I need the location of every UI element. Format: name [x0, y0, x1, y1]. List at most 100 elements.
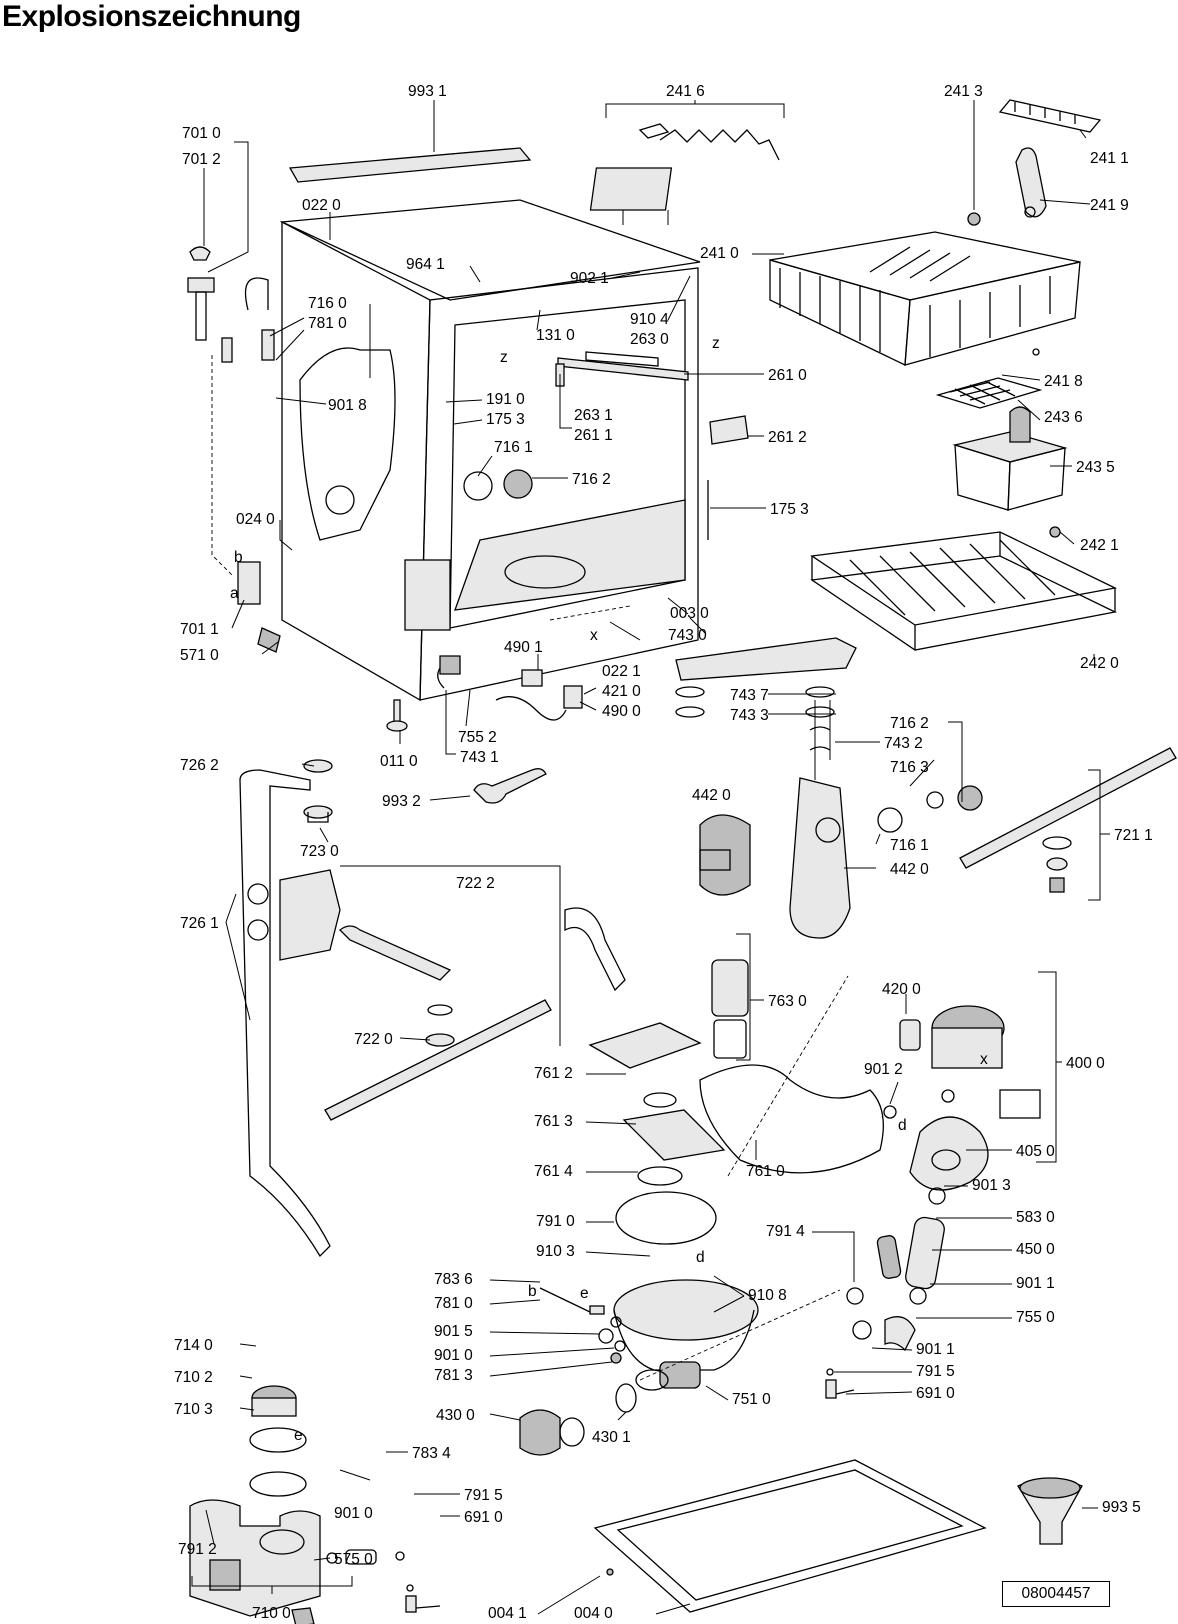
label-723-0: 723 0: [300, 843, 339, 860]
part-base-frame: [593, 1459, 987, 1613]
label-583-0: 583 0: [1016, 1209, 1055, 1226]
callout-d-sump: d: [696, 1249, 705, 1266]
label-791-4: 791 4: [766, 1223, 805, 1240]
label-781-3: 781 3: [434, 1367, 473, 1384]
label-243-5: 243 5: [1076, 459, 1115, 476]
label-022-0: 022 0: [302, 197, 341, 214]
label-902-1: 902 1: [570, 270, 609, 287]
label-716-2-upper: 716 2: [572, 471, 611, 488]
part-filter-assembly: [564, 907, 884, 1186]
label-710-0: 710 0: [252, 1605, 291, 1622]
part-rail-assembly: [555, 351, 749, 540]
label-791-5-lower: 791 5: [464, 1487, 503, 1504]
label-721-1: 721 1: [1114, 827, 1153, 844]
label-743-2: 743 2: [884, 735, 923, 752]
label-722-2: 722 2: [456, 875, 495, 892]
label-241-1: 241 1: [1090, 150, 1129, 167]
label-743-7: 743 7: [730, 687, 769, 704]
part-sensor-right: [825, 1368, 855, 1399]
label-716-3: 716 3: [890, 759, 929, 776]
label-024-0: 024 0: [236, 511, 275, 528]
label-261-2: 261 2: [768, 429, 807, 446]
callout-z-right: z: [712, 335, 720, 352]
part-lower-spray-arm: [959, 747, 1177, 893]
label-993-2: 993 2: [382, 793, 421, 810]
label-761-3: 761 3: [534, 1113, 573, 1130]
label-761-4: 761 4: [534, 1163, 573, 1180]
label-716-1-lower: 716 1: [890, 837, 929, 854]
label-405-0: 405 0: [1016, 1143, 1055, 1160]
label-791-2: 791 2: [178, 1541, 217, 1558]
part-funnel: [1017, 1477, 1083, 1545]
label-716-2-lower: 716 2: [890, 715, 929, 732]
label-993-1: 993 1: [408, 83, 447, 100]
label-241-0: 241 0: [700, 245, 739, 262]
label-701-1: 701 1: [180, 621, 219, 638]
part-heater-hoses: [846, 1187, 946, 1352]
label-442-0-lower: 442 0: [890, 861, 929, 878]
label-791-0: 791 0: [536, 1213, 575, 1230]
part-number-labels: 993 1 241 6 241 3 241 1 241 9 701 0 701 …: [174, 83, 1153, 1622]
label-241-9: 241 9: [1090, 197, 1129, 214]
label-783-6: 783 6: [434, 1271, 473, 1288]
label-722-0: 722 0: [354, 1031, 393, 1048]
label-710-3: 710 3: [174, 1401, 213, 1418]
label-791-5-upper: 791 5: [916, 1363, 955, 1380]
label-420-0: 420 0: [882, 981, 921, 998]
label-241-3: 241 3: [944, 83, 983, 100]
label-726-2: 726 2: [180, 757, 219, 774]
label-242-0: 242 0: [1080, 655, 1119, 672]
label-964-1: 964 1: [406, 256, 445, 273]
callout-b-upper: b: [234, 549, 243, 566]
callout-d-pump: d: [898, 1117, 907, 1134]
callout-e-softener: e: [294, 1427, 303, 1444]
part-electrical: [437, 655, 583, 721]
label-691-0-upper: 691 0: [916, 1385, 955, 1402]
callout-x-pump: x: [980, 1051, 988, 1068]
part-drain-pump: [519, 1383, 637, 1456]
callout-b-lower: b: [528, 1283, 537, 1300]
label-003-0: 003 0: [670, 605, 709, 622]
label-901-0: 901 0: [434, 1347, 473, 1364]
label-430-0: 430 0: [436, 1407, 475, 1424]
label-751-0: 751 0: [732, 1391, 771, 1408]
label-763-0: 763 0: [768, 993, 807, 1010]
label-691-0-lower: 691 0: [464, 1509, 503, 1526]
label-263-1: 263 1: [574, 407, 613, 424]
label-716-1-upper: 716 1: [494, 439, 533, 456]
label-004-1: 004 1: [488, 1605, 527, 1622]
part-upper-basket: [769, 231, 1081, 366]
callout-x-tub: x: [590, 627, 598, 644]
part-sensor-lower: [405, 1584, 441, 1613]
label-901-1-upper: 901 1: [1016, 1275, 1055, 1292]
label-421-0: 421 0: [602, 683, 641, 700]
label-716-0: 716 0: [308, 295, 347, 312]
part-lower-basket: [810, 526, 1118, 651]
label-910-3: 910 3: [536, 1243, 575, 1260]
part-circulation-pump: [883, 1005, 1041, 1191]
label-450-0: 450 0: [1016, 1241, 1055, 1258]
label-022-1: 022 1: [602, 663, 641, 680]
part-wrench: [473, 768, 547, 804]
label-781-0-lower: 781 0: [434, 1295, 473, 1312]
label-191-0: 191 0: [486, 391, 525, 408]
label-263-0: 263 0: [630, 331, 669, 348]
label-241-8: 241 8: [1044, 373, 1083, 390]
label-761-0: 761 0: [746, 1163, 785, 1180]
label-131-0: 131 0: [536, 327, 575, 344]
label-910-8: 910 8: [748, 1287, 787, 1304]
label-901-3: 901 3: [972, 1177, 1011, 1194]
callout-e-sump: e: [580, 1285, 589, 1302]
label-901-0-lower: 901 0: [334, 1505, 373, 1522]
label-783-4: 783 4: [412, 1445, 451, 1462]
label-701-0: 701 0: [182, 125, 221, 142]
part-clip-set: [589, 123, 780, 225]
label-261-1: 261 1: [574, 427, 613, 444]
part-upper-spray-arm: [675, 637, 857, 780]
label-755-0: 755 0: [1016, 1309, 1055, 1326]
label-004-0: 004 0: [574, 1605, 613, 1622]
part-rack-accessories: [967, 99, 1102, 226]
label-175-3-upper: 175 3: [486, 411, 525, 428]
label-175-3-lower: 175 3: [770, 501, 809, 518]
part-top-strip: [288, 147, 532, 183]
